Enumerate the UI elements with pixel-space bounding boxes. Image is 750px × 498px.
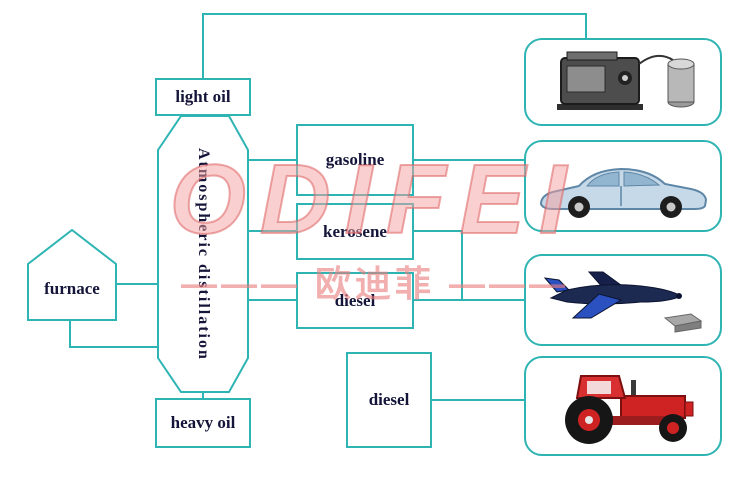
- furnace-shape: [27, 228, 117, 321]
- diesel-mid-label: diesel: [334, 290, 376, 310]
- distillation-column-label-area: Atmospheric distillation: [158, 116, 248, 392]
- kerosene-box: kerosene: [296, 203, 414, 260]
- heavy-oil-label: heavy oil: [170, 413, 236, 432]
- light-oil-box: light oil: [155, 78, 251, 116]
- car-icon: [539, 167, 708, 218]
- pipe-furnace-column-bottom: [69, 320, 158, 348]
- kerosene-label: kerosene: [323, 221, 387, 241]
- furnace-label-area: furnace: [28, 258, 116, 320]
- distillation-column-shape: [157, 115, 249, 393]
- generator-icon: [557, 51, 695, 110]
- pipe-lightoil-generator: [202, 13, 587, 78]
- gasoline-box: gasoline: [296, 124, 414, 196]
- diesel-low-box: diesel: [346, 352, 432, 448]
- tractor-card: [524, 356, 722, 456]
- tractor-icon: [565, 375, 694, 444]
- generator-card: [524, 38, 722, 126]
- pipe-kerosene-junction: [414, 230, 463, 300]
- heavy-oil-box: heavy oil: [155, 398, 251, 448]
- gasoline-label: gasoline: [325, 150, 385, 169]
- airplane-icon: [543, 271, 703, 333]
- diesel-low-label: diesel: [368, 390, 410, 409]
- light-oil-label: light oil: [175, 87, 231, 106]
- diesel-mid-box: diesel: [296, 272, 414, 329]
- airplane-card: [524, 254, 722, 346]
- furnace-label: furnace: [44, 279, 100, 298]
- car-card: [524, 140, 722, 232]
- distillation-column-label: Atmospheric distillation: [195, 147, 212, 361]
